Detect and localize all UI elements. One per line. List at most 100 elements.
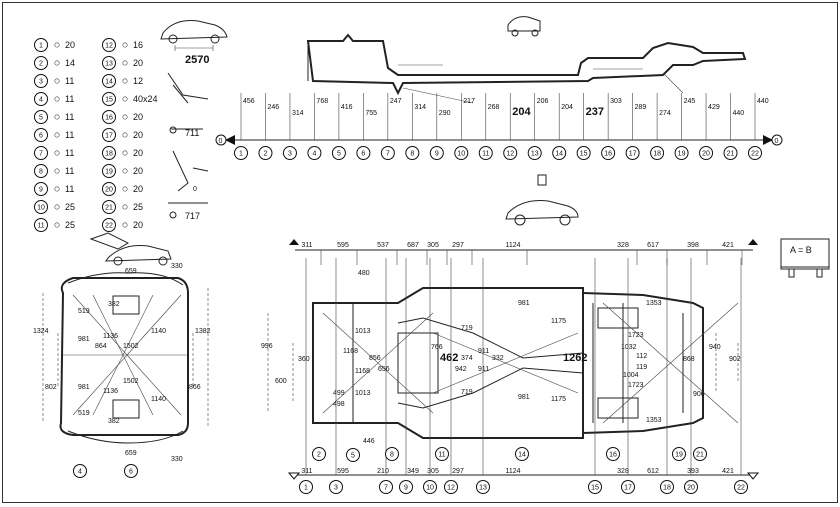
side-point-badge <box>356 146 371 160</box>
plan-top-dim: 617 <box>647 242 659 249</box>
side-point-number: 10 <box>457 151 465 158</box>
plan-point-badge <box>299 480 313 494</box>
front-dim-value: 659 <box>125 450 137 457</box>
legend-size: 20 <box>65 40 75 50</box>
plan-point-badge <box>684 480 698 494</box>
front-dim-value: 519 <box>78 410 90 417</box>
side-point-number: 16 <box>604 151 612 158</box>
legend-badge <box>34 38 48 52</box>
plan-inner-dim: 1004 <box>623 372 639 379</box>
plan-callout-badge <box>606 447 620 461</box>
side-point-badge <box>478 146 493 160</box>
plan-inner-dim: 462 <box>440 352 458 364</box>
plan-inner-dim: 119 <box>636 364 647 371</box>
plan-inner-dim: 1353 <box>646 300 662 307</box>
plan-bottom-dim: 595 <box>337 468 349 475</box>
side-height-value: 204 <box>561 104 573 111</box>
front-callout-badge <box>73 464 87 478</box>
side-height-value: 268 <box>488 104 500 111</box>
legend-size: 12 <box>133 76 143 86</box>
side-height-value: 314 <box>414 104 426 111</box>
side-point-badge <box>307 146 322 160</box>
side-height-value: 247 <box>390 98 402 105</box>
legend-badge <box>102 56 116 70</box>
side-point-number: 13 <box>531 151 539 158</box>
side-height-value: 303 <box>610 98 622 105</box>
plan-inner-dim: 940 <box>709 344 721 351</box>
plan-inner-dim: 719 <box>461 325 473 332</box>
side-height-value: 204 <box>512 106 531 118</box>
plan-bottom-dim: 328 <box>617 468 629 475</box>
hole-icon <box>122 132 128 138</box>
hole-icon <box>122 168 128 174</box>
legend-number: 11 <box>37 223 44 230</box>
plan-inner-dim: 1032 <box>621 344 637 351</box>
plan-bottom-dim: 612 <box>647 468 659 475</box>
side-height-value: 768 <box>316 98 328 105</box>
side-view: 0 0 456124623143768441657556247731482909… <box>215 16 783 226</box>
side-point-badge <box>552 146 567 160</box>
plan-top-dim: 1124 <box>505 242 520 249</box>
side-point-number: 4 <box>312 151 316 158</box>
baseline-start-label: 0 <box>219 138 223 145</box>
car-length-dim: 2570 <box>185 54 209 66</box>
side-point-number: 12 <box>506 151 514 158</box>
legend-badge <box>34 110 48 124</box>
plan-point-number: 17 <box>624 485 632 492</box>
plan-point-badge <box>588 480 602 494</box>
side-point-badge <box>723 146 738 160</box>
legend-number: 21 <box>105 205 113 212</box>
side-point-number: 5 <box>337 151 341 158</box>
legend-number: 18 <box>105 151 113 158</box>
hole-icon <box>54 222 60 228</box>
side-height-value: 246 <box>267 104 279 111</box>
legend-number: 6 <box>39 133 43 140</box>
plan-top-dim: 398 <box>687 242 699 249</box>
plan-inner-dim: 906 <box>693 391 705 398</box>
side-point-badge <box>527 146 542 160</box>
legend-badge <box>34 164 48 178</box>
plan-inner-dim: 911 <box>478 348 489 355</box>
legend-badge <box>34 146 48 160</box>
legend-badge <box>34 56 48 70</box>
plan-inner-dim: 766 <box>431 344 443 351</box>
side-point-badge <box>699 146 714 160</box>
plan-top-dim: 537 <box>377 242 389 249</box>
side-point-badge <box>258 146 273 160</box>
legend-size: 11 <box>65 130 74 140</box>
legend-size: 11 <box>65 76 74 86</box>
front-dim-value: 330 <box>171 456 183 463</box>
legend-number: 8 <box>39 169 43 176</box>
legend-size: 11 <box>65 166 74 176</box>
legend-size: 20 <box>133 220 143 230</box>
side-height-value: 217 <box>463 98 475 105</box>
front-dim-value: 1140 <box>151 396 166 403</box>
hole-icon <box>54 168 60 174</box>
side-height-value: 416 <box>341 104 353 111</box>
plan-point-number: 7 <box>384 485 388 492</box>
plan-callout-badge <box>312 447 326 461</box>
plan-inner-dim: 480 <box>358 270 370 277</box>
side-point-badge <box>503 146 518 160</box>
plan-bottom-dim: 305 <box>427 468 439 475</box>
hole-icon <box>54 78 60 84</box>
hole-icon <box>122 42 128 48</box>
side-point-number: 2 <box>264 151 268 158</box>
plan-point-badge <box>444 480 458 494</box>
lift-point-sketch: 711 0 717 <box>167 72 209 221</box>
plan-inner-dim: 902 <box>729 356 741 363</box>
legend-number: 22 <box>105 223 113 230</box>
legend-badge <box>34 74 48 88</box>
side-height-value: 755 <box>365 110 377 117</box>
plan-point-number: 22 <box>737 485 745 492</box>
legend-number: 9 <box>39 187 43 194</box>
legend-size: 11 <box>65 112 74 122</box>
legend-badge <box>102 200 116 214</box>
legend-badge <box>34 200 48 214</box>
legend-badge <box>102 146 116 160</box>
legend-size: 11 <box>65 148 74 158</box>
